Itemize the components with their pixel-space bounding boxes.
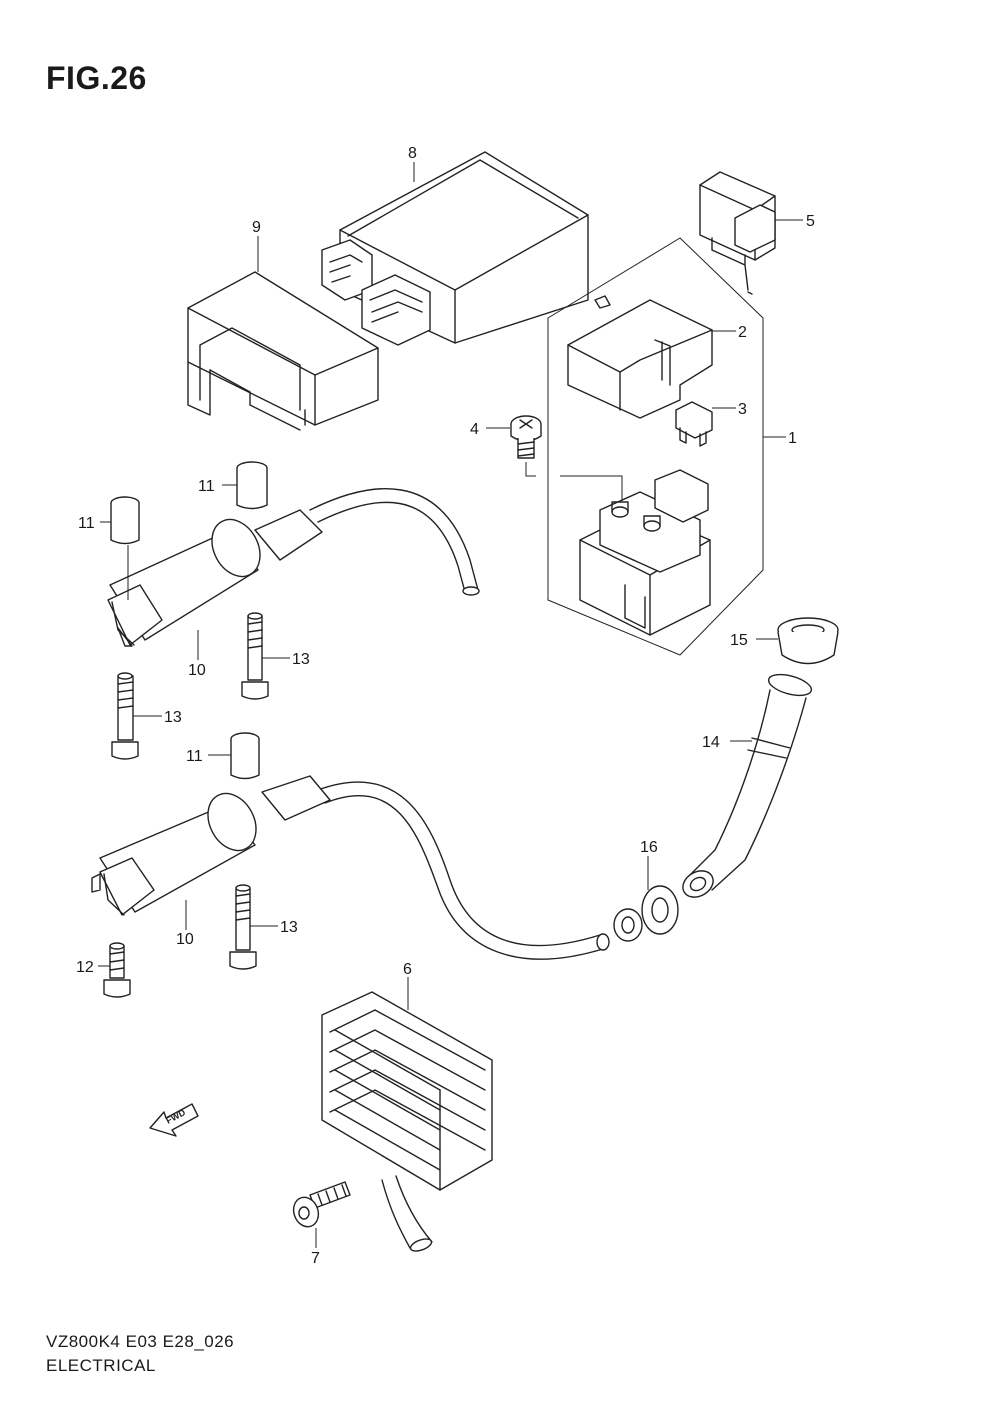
part-7-bolt[interactable] [290, 1181, 351, 1230]
callout-13-upper: 13 [292, 651, 310, 668]
callout-7: 7 [311, 1250, 320, 1267]
leader-lines [98, 162, 803, 1248]
section-name: ELECTRICAL [46, 1356, 156, 1375]
fwd-arrow-icon: FWD [149, 1103, 199, 1137]
callout-10-lower: 10 [176, 931, 194, 948]
part-14-tube[interactable] [678, 671, 813, 903]
callout-5: 5 [806, 213, 815, 230]
callout-3: 3 [738, 401, 747, 418]
callout-13-left: 13 [164, 709, 182, 726]
part-6-regulator[interactable] [321, 991, 493, 1253]
part-15-grommet[interactable] [777, 617, 839, 665]
model-code: VZ800K4 E03 E28_026 [46, 1332, 235, 1351]
part-11-spacer-upper[interactable] [236, 461, 268, 510]
part-12-bolt[interactable] [103, 942, 131, 998]
callout-13-lower: 13 [280, 919, 298, 936]
callout-11-lower: 11 [186, 748, 203, 765]
part-13-bolt-lower[interactable] [229, 884, 257, 970]
part-4-screw[interactable] [510, 415, 542, 477]
part-11-spacer-lower[interactable] [230, 732, 260, 780]
part-13-bolt-left[interactable] [111, 672, 139, 760]
part-10-ignition-coil-upper[interactable] [107, 488, 480, 647]
callout-9: 9 [252, 219, 261, 236]
figure-title: FIG.26 [46, 60, 147, 96]
callout-11-upper: 11 [198, 478, 215, 495]
callout-11-left: 11 [78, 515, 95, 532]
part-13-bolt-upper-right[interactable] [241, 612, 269, 700]
callout-4: 4 [470, 421, 479, 438]
callout-16: 16 [640, 839, 658, 856]
callout-1: 1 [788, 430, 797, 447]
part-9-cover[interactable] [187, 271, 379, 431]
callout-numbers: 8 9 5 2 3 1 4 11 11 10 13 13 11 10 13 12… [76, 145, 815, 1267]
callout-6: 6 [403, 961, 412, 978]
part-11-spacer-left[interactable] [110, 496, 140, 545]
part-16-grommet[interactable] [613, 885, 679, 942]
part-8-control-unit[interactable] [321, 151, 589, 346]
callout-15: 15 [730, 632, 748, 649]
part-10-ignition-coil-lower[interactable] [91, 775, 610, 960]
callout-10-upper: 10 [188, 662, 206, 679]
callout-2: 2 [738, 324, 747, 341]
callout-8: 8 [408, 145, 417, 162]
part-5-relay[interactable] [699, 171, 776, 295]
part-1-starter-relay-assembly[interactable] [547, 237, 764, 656]
callout-12: 12 [76, 959, 94, 976]
callout-14: 14 [702, 734, 720, 751]
